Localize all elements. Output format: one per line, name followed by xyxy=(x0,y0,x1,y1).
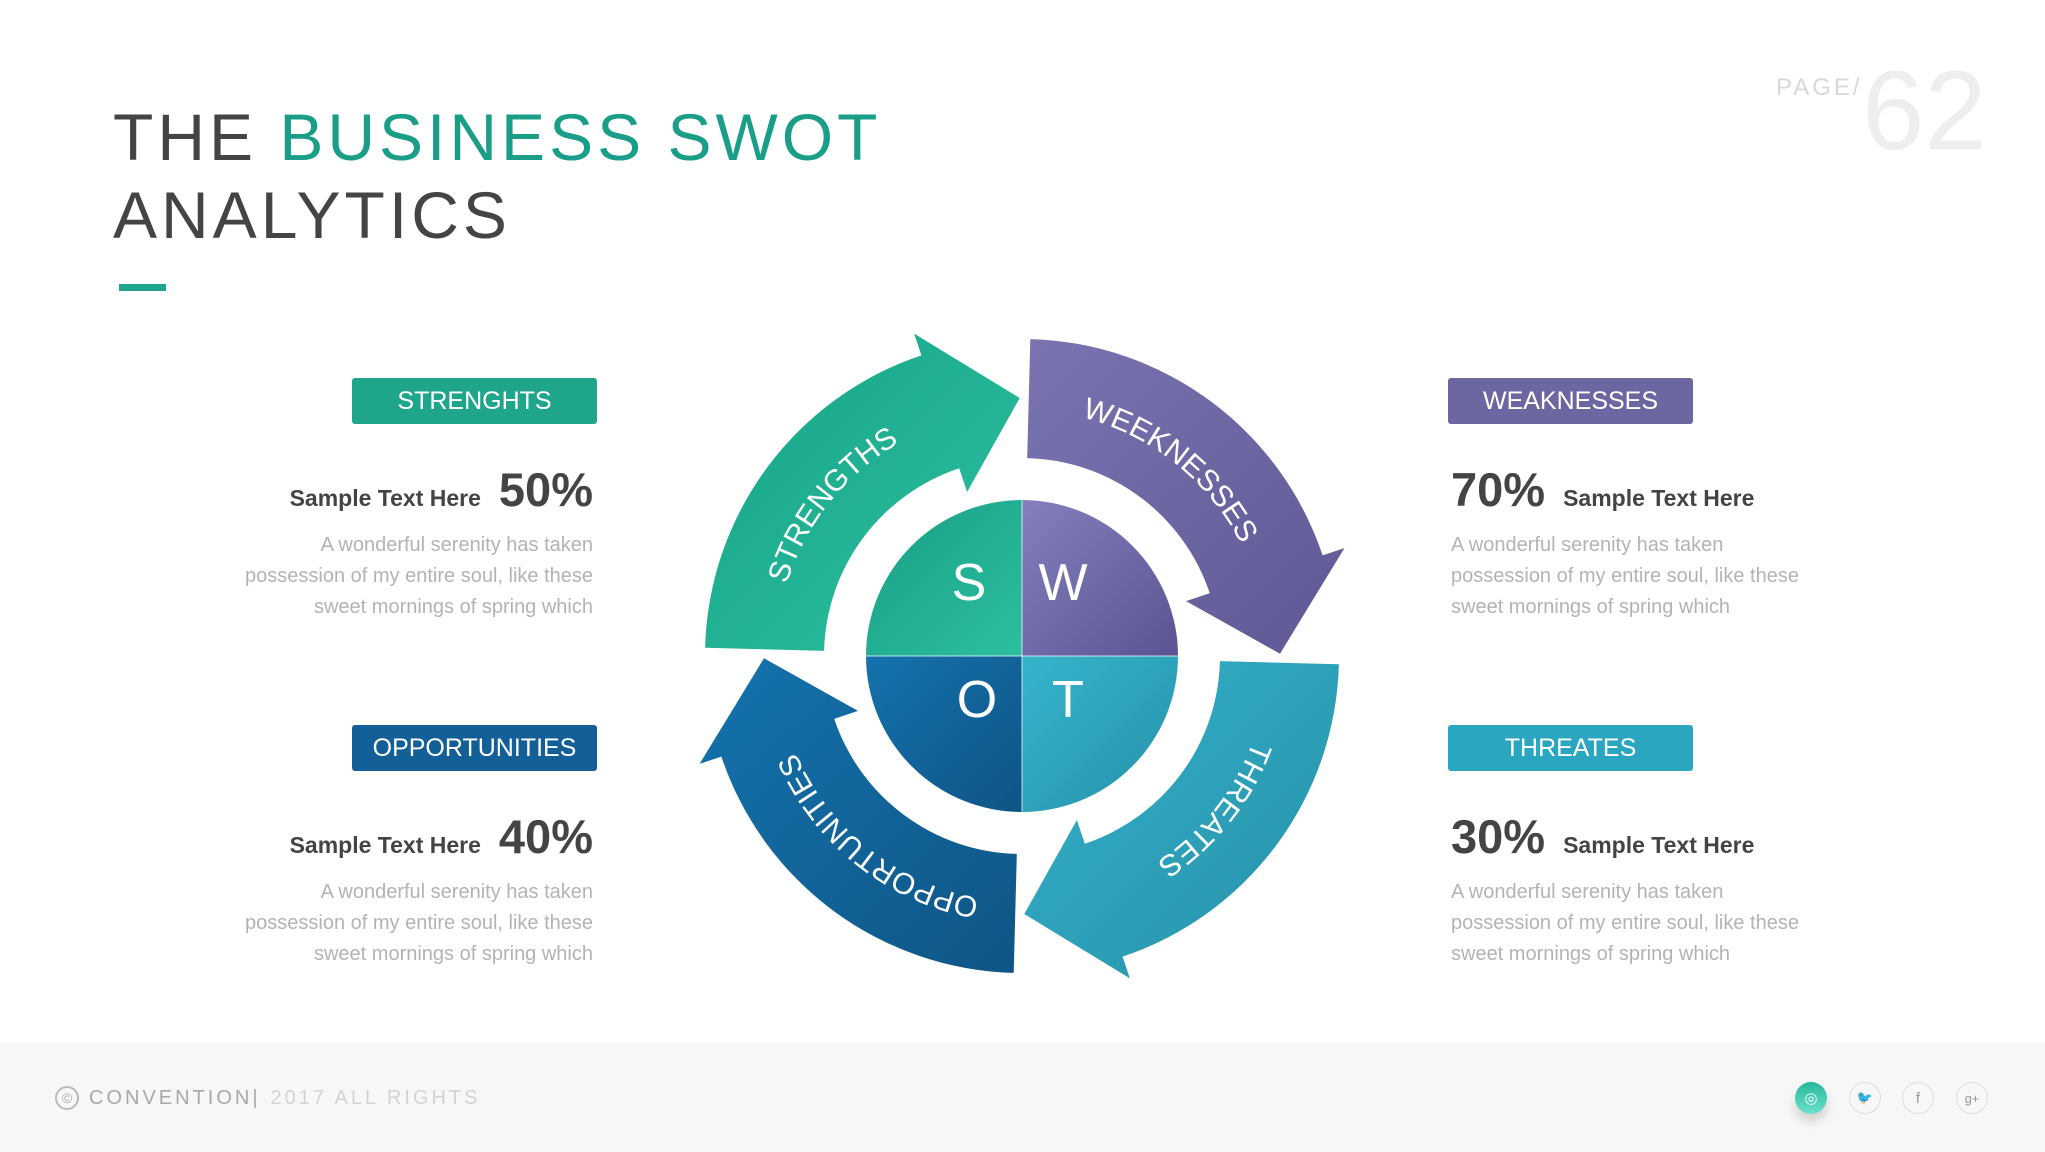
desc-line: A wonderful serenity has taken xyxy=(320,881,593,903)
strengths-arrow xyxy=(705,333,1020,651)
desc-line: sweet mornings of spring which xyxy=(1451,596,1731,618)
twitter-icon[interactable]: 🐦 xyxy=(1849,1082,1881,1114)
page-number: 62 xyxy=(1862,48,1987,173)
footer xyxy=(0,1043,2045,1152)
desc-line: sweet mornings of spring which xyxy=(313,943,593,965)
page-title: THE BUSINESS SWOT xyxy=(113,102,881,172)
weaknesses-heading: 70% Sample Text Here xyxy=(1451,462,1754,517)
footer-brand: CONVENTION| xyxy=(89,1086,261,1109)
copyright-icon: © xyxy=(55,1086,79,1110)
google-plus-icon[interactable]: g+ xyxy=(1956,1082,1988,1114)
heading-text: Sample Text Here xyxy=(289,832,481,858)
footer-rights: 2017 ALL RIGHTS xyxy=(270,1086,481,1109)
desc-line: possession of my entire soul, like these xyxy=(245,565,593,587)
threats-percent: 30% xyxy=(1451,810,1546,863)
facebook-icon[interactable]: f xyxy=(1902,1082,1934,1114)
heading-text: Sample Text Here xyxy=(289,485,481,511)
desc-line: possession of my entire soul, like these xyxy=(245,912,593,934)
title-highlight: BUSINESS SWOT xyxy=(279,100,882,174)
desc-line: A wonderful serenity has taken xyxy=(320,534,593,556)
desc-line: sweet mornings of spring which xyxy=(313,596,593,618)
threats-description: A wonderful serenity has taken possession… xyxy=(1451,877,1811,970)
heading-text: Sample Text Here xyxy=(1563,832,1755,858)
threats-heading: 30% Sample Text Here xyxy=(1451,809,1754,864)
quadrant-letter-w: W xyxy=(1038,554,1087,612)
desc-line: A wonderful serenity has taken xyxy=(1451,881,1724,903)
desc-line: possession of my entire soul, like these xyxy=(1451,912,1799,934)
opportunities-tag: OPPORTUNITIES xyxy=(352,725,597,771)
desc-line: A wonderful serenity has taken xyxy=(1451,534,1724,556)
weaknesses-description: A wonderful serenity has taken possession… xyxy=(1451,530,1811,623)
desc-line: sweet mornings of spring which xyxy=(1451,943,1731,965)
strengths-tag: STRENGHTS xyxy=(352,378,597,424)
opportunities-percent: 40% xyxy=(498,810,593,863)
quadrant-o xyxy=(866,656,1022,812)
quadrant-letter-t: T xyxy=(1052,671,1084,729)
weaknesses-tag: WEAKNESSES xyxy=(1448,378,1693,424)
threats-tag: THREATES xyxy=(1448,725,1693,771)
quadrant-w xyxy=(1022,500,1178,656)
quadrant-s xyxy=(866,500,1022,656)
quadrant-t xyxy=(1022,656,1178,812)
weaknesses-percent: 70% xyxy=(1451,463,1546,516)
heading-text: Sample Text Here xyxy=(1563,485,1755,511)
opportunities-description: A wonderful serenity has taken possession… xyxy=(233,877,593,970)
strengths-heading: Sample Text Here 50% xyxy=(290,462,593,517)
desc-line: possession of my entire soul, like these xyxy=(1451,565,1799,587)
quadrant-letter-s: S xyxy=(952,554,987,612)
footer-copyright: © CONVENTION| 2017 ALL RIGHTS xyxy=(55,1086,480,1110)
strengths-description: A wonderful serenity has taken possession… xyxy=(233,530,593,623)
strengths-percent: 50% xyxy=(498,463,593,516)
instagram-icon[interactable]: ◎ xyxy=(1795,1082,1827,1114)
quadrant-letter-o: O xyxy=(957,671,997,729)
page-subtitle: ANALYTICS xyxy=(113,178,511,252)
page-label: PAGE/ xyxy=(1776,74,1863,101)
title-word: THE xyxy=(113,100,257,174)
weaknesses-arrow xyxy=(1027,339,1345,654)
title-accent-bar xyxy=(119,284,166,291)
opportunities-arrow xyxy=(699,658,1017,973)
opportunities-heading: Sample Text Here 40% xyxy=(290,809,593,864)
threats-arrow xyxy=(1024,661,1339,979)
